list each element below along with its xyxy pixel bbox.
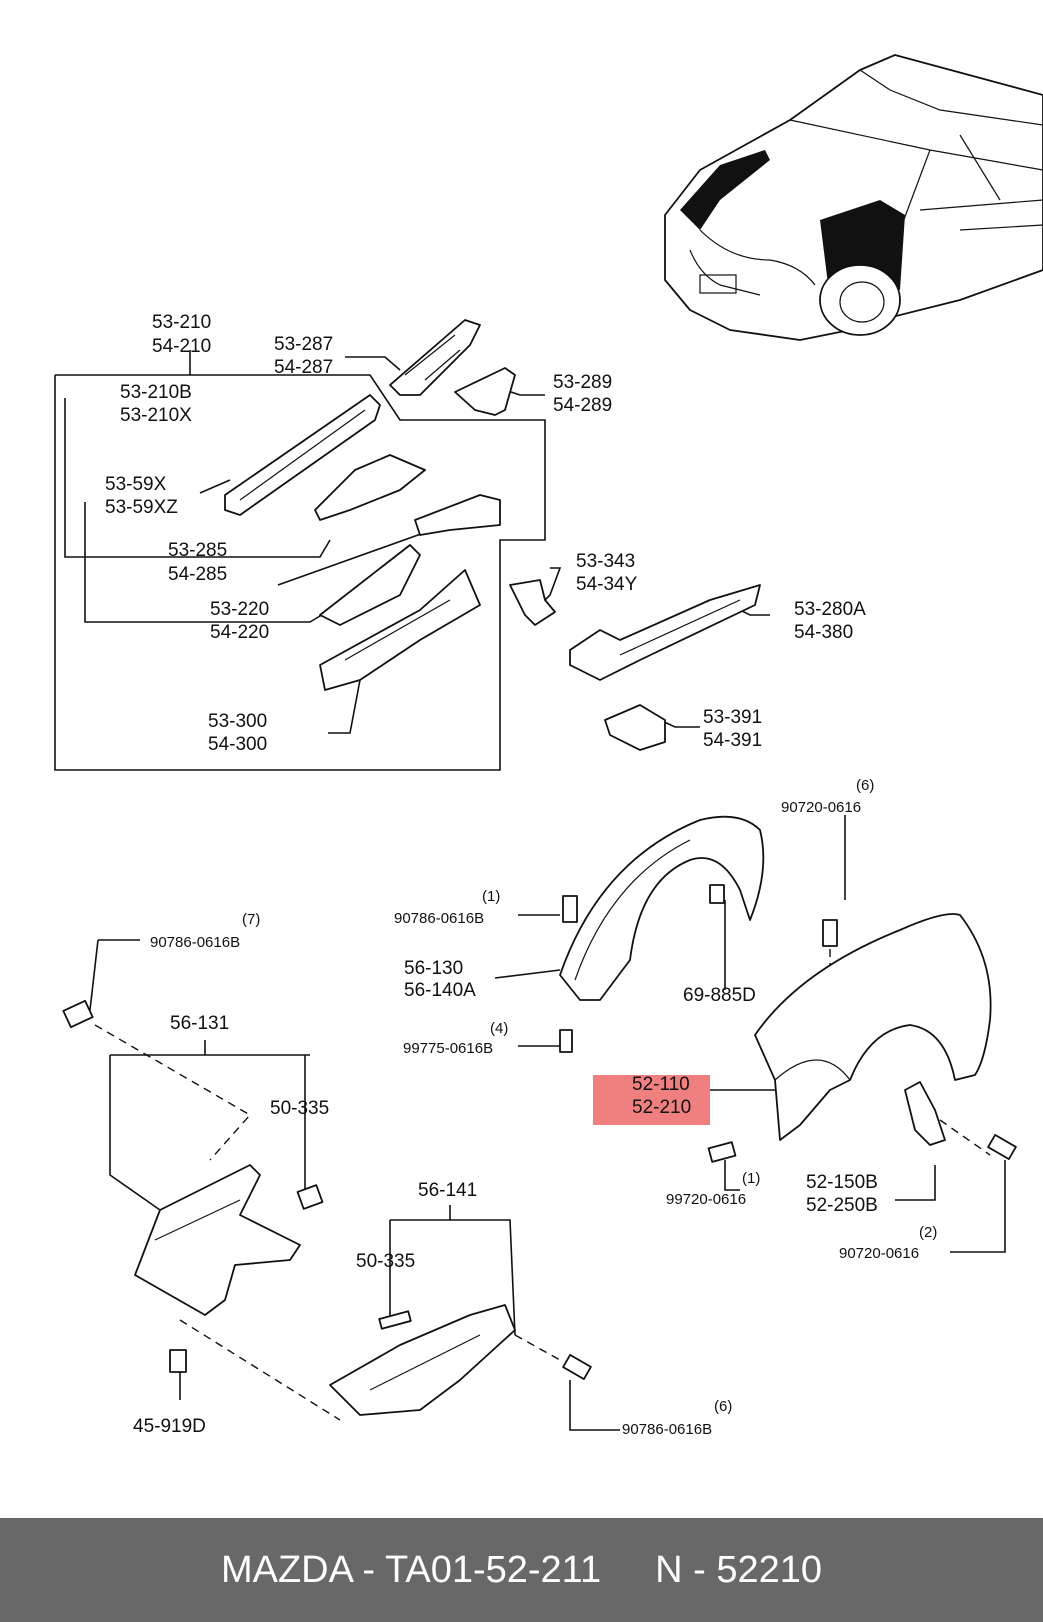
qty-7: (7) — [242, 911, 260, 928]
label-53-391: 53-391 — [703, 707, 762, 728]
qty-4: (4) — [490, 1020, 508, 1037]
label-56-131: 56-131 — [170, 1013, 229, 1034]
label-69-885D: 69-885D — [683, 985, 756, 1006]
upper-parts — [224, 319, 761, 751]
label-54-34Y: 54-34Y — [576, 574, 638, 595]
label-52-150B: 52-150B — [806, 1172, 878, 1193]
label-56-140A: 56-140A — [404, 980, 476, 1001]
footer-oem-number: N - 52210 — [655, 1548, 823, 1591]
label-54-285: 54-285 — [168, 564, 227, 585]
label-52-110: 52-110 — [632, 1074, 690, 1095]
parts-diagram: 53-210 54-210 53-287 54-287 53-289 54-28… — [54, 54, 1043, 1438]
label-54-380: 54-380 — [794, 622, 853, 643]
car-illustration — [664, 54, 1043, 341]
label-54-210: 54-210 — [152, 336, 211, 357]
highlight-box — [593, 1075, 710, 1125]
label-90786-0616B-left: 90786-0616B — [150, 934, 240, 951]
qty-6-top: (6) — [856, 777, 874, 794]
qty-2: (2) — [919, 1224, 937, 1241]
qty-1-fender: (1) — [742, 1170, 760, 1187]
label-53-59X: 53-59X — [105, 474, 167, 495]
label-56-141: 56-141 — [418, 1180, 477, 1201]
qty-1-liner: (1) — [482, 888, 500, 905]
label-54-289: 54-289 — [553, 395, 612, 416]
lower-leader-lines — [89, 815, 1006, 1431]
label-90786-0616B-liner: 90786-0616B — [394, 910, 484, 927]
footer-banner: MAZDA - TA01-52-211 N - 52210 — [0, 1518, 1043, 1622]
label-45-919D: 45-919D — [133, 1416, 206, 1437]
label-53-280A: 53-280A — [794, 599, 866, 620]
label-53-220: 53-220 — [210, 599, 269, 620]
label-52-250B: 52-250B — [806, 1195, 878, 1216]
label-53-210B: 53-210B — [120, 382, 192, 403]
label-99720-0616: 99720-0616 — [666, 1191, 746, 1208]
label-99775-0616B: 99775-0616B — [403, 1040, 493, 1057]
label-56-130: 56-130 — [404, 958, 463, 979]
footer-part-number: MAZDA - TA01-52-211 — [220, 1548, 602, 1591]
label-52-210: 52-210 — [632, 1097, 691, 1118]
label-90720-0616-right: 90720-0616 — [839, 1245, 919, 1262]
label-50-335-left: 50-335 — [270, 1098, 329, 1119]
label-90786-0616B-bottom: 90786-0616B — [622, 1421, 712, 1438]
label-53-285: 53-285 — [168, 540, 227, 561]
label-53-300: 53-300 — [208, 711, 267, 732]
label-53-343: 53-343 — [576, 551, 635, 572]
label-53-289: 53-289 — [553, 372, 612, 393]
label-54-300: 54-300 — [208, 734, 267, 755]
label-53-287: 53-287 — [274, 334, 333, 355]
label-90720-0616-top: 90720-0616 — [781, 799, 861, 816]
qty-6-bottom: (6) — [714, 1398, 732, 1415]
lower-parts — [62, 815, 1017, 1416]
label-54-287: 54-287 — [274, 357, 333, 378]
label-53-210X: 53-210X — [120, 405, 192, 426]
label-50-335-center: 50-335 — [356, 1251, 415, 1272]
label-53-59XZ: 53-59XZ — [105, 497, 178, 518]
label-53-210: 53-210 — [152, 312, 211, 333]
label-54-220: 54-220 — [210, 622, 269, 643]
labels: 53-210 54-210 53-287 54-287 53-289 54-28… — [105, 312, 937, 1438]
label-54-391: 54-391 — [703, 730, 762, 751]
